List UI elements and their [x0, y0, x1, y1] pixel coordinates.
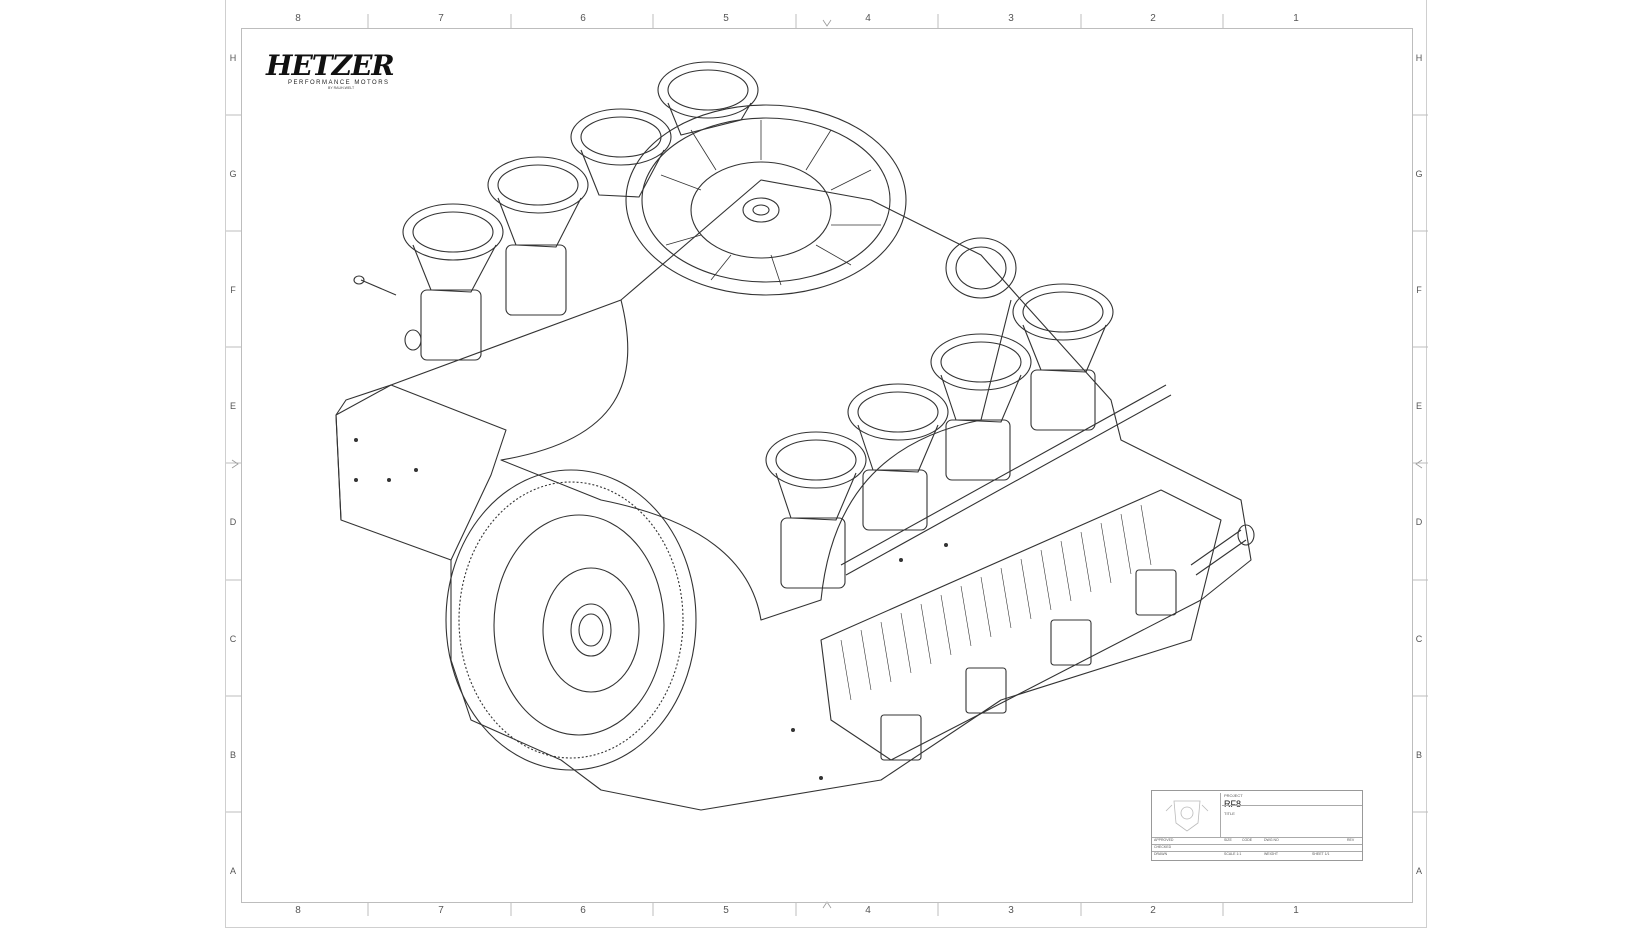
- zone-row-right: E: [1415, 401, 1422, 411]
- zone-col-top: 6: [580, 13, 586, 24]
- size-label: SIZE: [1224, 838, 1232, 842]
- project-value: RF8: [1224, 799, 1242, 809]
- zone-row-right: F: [1416, 285, 1422, 295]
- zone-col-bottom: 7: [438, 905, 444, 916]
- flywheel: [445, 469, 697, 771]
- zone-col-top: 3: [1008, 13, 1014, 24]
- sheet-label: SHEET 1/1: [1312, 852, 1330, 856]
- drawn-label: DRAWN: [1154, 852, 1168, 856]
- intake-stacks-left: [402, 61, 759, 361]
- zone-row-right: A: [1415, 866, 1422, 876]
- zone-row-left: B: [229, 750, 236, 760]
- logo-brand: HETZER: [266, 49, 395, 82]
- zone-row-right: B: [1415, 750, 1422, 760]
- title-label: TITLE: [1224, 811, 1235, 816]
- checked-label: CHECKED: [1154, 845, 1172, 849]
- zone-col-bottom: 3: [1008, 905, 1014, 916]
- zone-col-bottom: 1: [1293, 905, 1299, 916]
- fan-housing: [500, 299, 1012, 621]
- zone-col-top: 8: [295, 13, 301, 24]
- zone-row-left: D: [229, 517, 237, 527]
- zone-col-bottom: 2: [1150, 905, 1156, 916]
- logo-subtitle: PERFORMANCE MOTORS: [288, 80, 390, 86]
- tb-divider: [1222, 805, 1362, 806]
- logo-tagline: BY RAUH-WELT: [328, 86, 355, 90]
- emblem-icon: [1154, 793, 1221, 837]
- zone-col-bottom: 5: [723, 905, 729, 916]
- zone-row-left: A: [229, 866, 236, 876]
- drawing-sheet: 8 7 6 5 4 3 2 1 8 7 6 5 4 3 2 1 H G F E …: [225, 0, 1428, 928]
- zone-row-right: C: [1415, 634, 1423, 644]
- cylinder-bank: [820, 489, 1222, 761]
- code-label: CODE: [1242, 838, 1253, 842]
- title-block: PROJECT RF8 TITLE APPROVED CHECKED DRAWN…: [1151, 790, 1363, 861]
- engine-block: [335, 179, 1252, 811]
- dwg-label: DWG NO: [1264, 838, 1279, 842]
- scale-label: SCALE 1:1: [1224, 852, 1242, 856]
- frame-ticks: [226, 14, 1428, 916]
- zone-row-right: G: [1415, 169, 1423, 179]
- project-label: PROJECT: [1224, 793, 1243, 798]
- zone-row-left: F: [230, 285, 236, 295]
- tb-divider: [1152, 851, 1362, 852]
- drawing-frame: [241, 28, 1413, 903]
- cooling-fan: [625, 104, 907, 296]
- zone-col-top: 2: [1150, 13, 1156, 24]
- zone-col-bottom: 6: [580, 905, 586, 916]
- tb-divider: [1152, 837, 1362, 838]
- intake-stacks-right: [765, 283, 1114, 589]
- zone-col-bottom: 8: [295, 905, 301, 916]
- zone-col-top: 1: [1293, 13, 1299, 24]
- zone-col-bottom: 4: [865, 905, 871, 916]
- zone-row-left: C: [229, 634, 237, 644]
- zone-col-top: 7: [438, 13, 444, 24]
- zone-col-top: 4: [865, 13, 871, 24]
- engine-drawing: [335, 61, 1255, 811]
- tb-divider: [1152, 844, 1362, 845]
- zone-row-right: H: [1415, 53, 1423, 63]
- zone-row-left: E: [229, 401, 236, 411]
- brand-logo: HETZER PERFORMANCE MOTORS BY RAUH-WELT: [266, 52, 406, 98]
- fuel-rail: [840, 384, 1172, 576]
- zone-row-left: H: [229, 53, 237, 63]
- zone-col-top: 5: [723, 13, 729, 24]
- weight-label: WEIGHT: [1264, 852, 1278, 856]
- rev-label: REV: [1347, 838, 1355, 842]
- approved-label: APPROVED: [1154, 838, 1174, 842]
- zone-row-left: G: [229, 169, 237, 179]
- zone-row-right: D: [1415, 517, 1423, 527]
